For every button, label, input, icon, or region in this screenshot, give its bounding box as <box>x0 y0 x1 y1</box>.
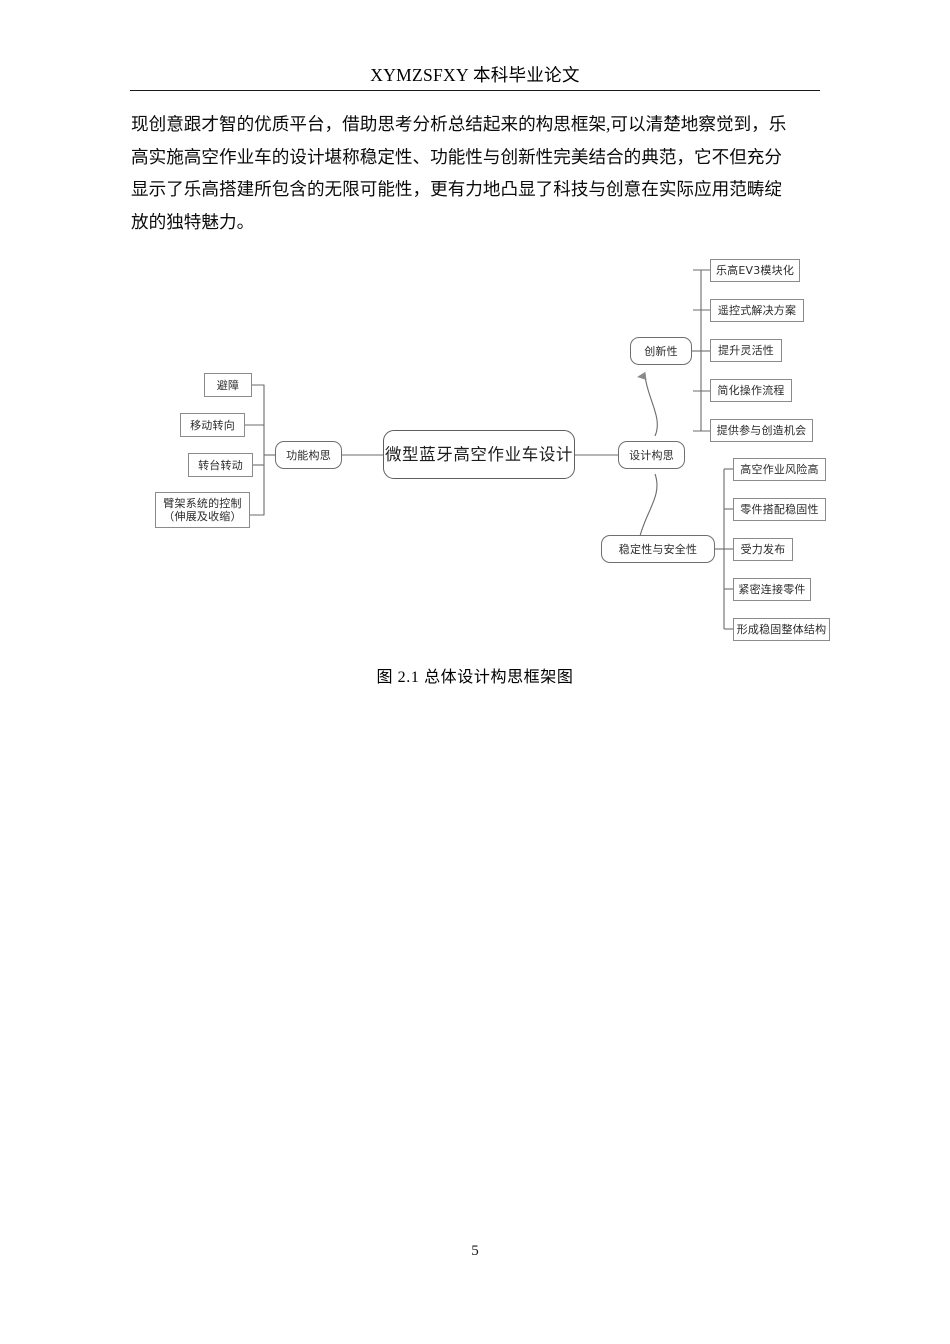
paragraph-line-1-text: 现创意跟才智的优质平台，借助思考分析总结起来的构思框架,可以清楚地察觉到，乐 <box>131 114 787 134</box>
mindmap-leaf-functional-3: 转台转动 <box>188 453 253 477</box>
mindmap-leaf-innovation-2: 遥控式解决方案 <box>710 299 804 322</box>
mindmap-leaf-innovation-5: 提供参与创造机会 <box>710 419 813 442</box>
mindmap-leaf-functional-4-line2: （伸展及收缩） <box>163 510 242 523</box>
mindmap-leaf-stability-4: 紧密连接零件 <box>733 578 811 601</box>
mindmap-leaf-stability-2: 零件搭配稳固性 <box>733 498 826 521</box>
mindmap-node-design: 设计构思 <box>618 441 685 469</box>
mindmap-leaf-stability-5: 形成稳固整体结构 <box>733 618 830 641</box>
page-header: XYMZSFXY 本科毕业论文 <box>0 62 950 87</box>
paragraph-line-3: 显示了乐高搭建所包含的无限可能性，更有力地凸显了科技与创意在实际应用范畴绽 <box>131 173 821 206</box>
mindmap-leaf-functional-2: 移动转向 <box>180 413 245 437</box>
paragraph-line-3-text: 显示了乐高搭建所包含的无限可能性，更有力地凸显了科技与创意在实际应用范畴绽 <box>131 179 782 199</box>
mindmap-node-functional: 功能构思 <box>275 441 342 469</box>
mindmap-center-node: 微型蓝牙高空作业车设计 <box>383 430 575 479</box>
body-paragraph: 现创意跟才智的优质平台，借助思考分析总结起来的构思框架,可以清楚地察觉到，乐 高… <box>131 108 821 238</box>
mindmap-node-stability: 稳定性与安全性 <box>601 535 715 563</box>
paragraph-line-2: 高实施高空作业车的设计堪称稳定性、功能性与创新性完美结合的典范，它不但充分 <box>131 141 821 174</box>
paragraph-line-2-text: 高实施高空作业车的设计堪称稳定性、功能性与创新性完美结合的典范，它不但充分 <box>131 146 782 167</box>
mindmap-node-innovation: 创新性 <box>630 337 692 365</box>
figure-mindmap: 避障 移动转向 转台转动 臂架系统的控制 （伸展及收缩） 功能构思 微型蓝牙高空… <box>0 240 950 660</box>
mindmap-leaf-innovation-4: 简化操作流程 <box>710 379 792 402</box>
mindmap-leaf-innovation-3: 提升灵活性 <box>710 339 782 362</box>
mindmap-leaf-functional-1: 避障 <box>204 373 252 397</box>
paragraph-line-1: 现创意跟才智的优质平台，借助思考分析总结起来的构思框架,可以清楚地察觉到，乐 <box>131 108 821 141</box>
page-number: 5 <box>471 1243 479 1259</box>
mindmap-leaf-functional-4-line1: 臂架系统的控制 <box>163 497 242 510</box>
figure-caption: 图 2.1 总体设计构思框架图 <box>376 669 574 686</box>
mindmap-leaf-stability-3: 受力发布 <box>733 538 793 561</box>
mindmap-leaf-functional-4: 臂架系统的控制 （伸展及收缩） <box>155 492 250 528</box>
mindmap-connectors <box>245 269 733 630</box>
header-title: XYMZSFXY 本科毕业论文 <box>370 65 580 85</box>
paragraph-line-4: 放的独特魅力。 <box>131 211 255 232</box>
mindmap-leaf-stability-1: 高空作业风险高 <box>733 458 826 481</box>
header-divider <box>130 90 820 91</box>
mindmap-leaf-innovation-1: 乐高EV3模块化 <box>710 259 800 282</box>
